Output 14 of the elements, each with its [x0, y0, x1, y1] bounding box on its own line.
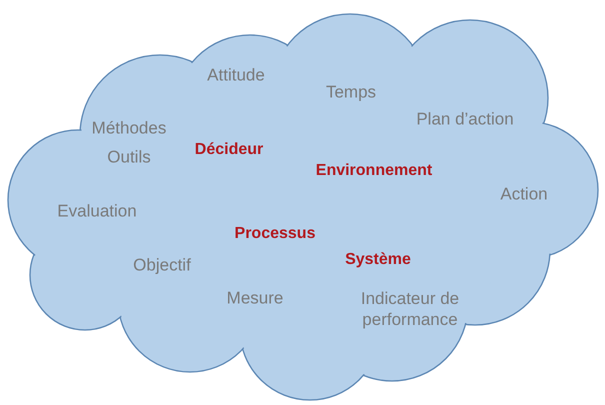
- key-term: Système: [345, 250, 411, 270]
- key-term: Décideur: [194, 140, 264, 160]
- term-label: Mesure: [226, 287, 284, 309]
- term-label: Indicateur de performance: [360, 288, 460, 330]
- term-label: Plan d’action: [416, 108, 514, 130]
- term-label: Outils: [107, 146, 151, 168]
- term-label: Evaluation: [57, 200, 137, 222]
- term-label: Méthodes: [92, 117, 166, 139]
- term-label: Action: [500, 183, 548, 205]
- key-term: Environnement: [316, 161, 432, 181]
- term-label: Attitude: [207, 64, 265, 86]
- term-label: Objectif: [133, 254, 191, 276]
- key-term: Processus: [234, 224, 316, 244]
- term-label: Temps: [326, 81, 376, 103]
